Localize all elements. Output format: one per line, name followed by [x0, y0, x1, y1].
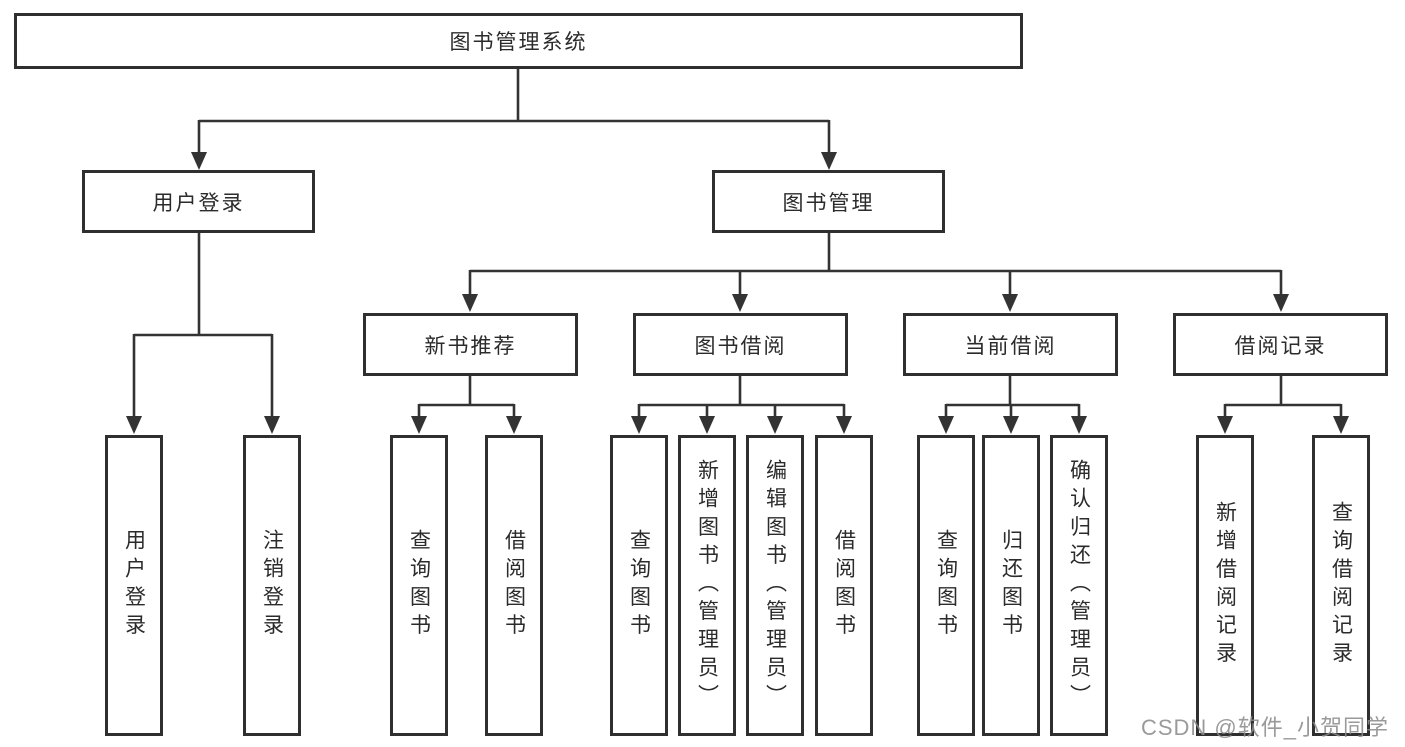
leaf-borrow-query-books: 查询图书 [610, 435, 668, 736]
arrow-icon [1217, 416, 1233, 434]
connector-borrowrecord-bar [1223, 403, 1343, 417]
node-book-management: 图书管理 [712, 170, 945, 233]
node-label: 借阅图书 [832, 529, 856, 642]
node-label: 图书管理系统 [449, 31, 588, 54]
arrow-icon [462, 294, 478, 312]
connector-level2-bar [197, 119, 831, 153]
node-label: 图书借阅 [694, 334, 787, 358]
arrow-icon [191, 152, 207, 170]
leaf-user-login: 用户登录 [105, 435, 163, 736]
arrow-icon [1002, 294, 1018, 312]
leaf-current-return-books: 归还图书 [982, 435, 1040, 736]
arrow-icon [264, 416, 280, 434]
arrow-icon [631, 416, 647, 434]
leaf-record-query-borrow-record: 查询借阅记录 [1312, 435, 1370, 736]
node-label: 用户登录 [122, 529, 146, 642]
node-label: 确认归还（管理员） [1067, 458, 1091, 713]
leaf-newbook-query-books: 查询图书 [390, 435, 448, 736]
leaf-logout: 注销登录 [243, 435, 301, 736]
node-label: 查询图书 [934, 529, 958, 642]
node-new-book-recommend: 新书推荐 [363, 313, 578, 376]
node-label: 新增图书（管理员） [695, 458, 719, 713]
connector-level3-bar [468, 269, 1283, 295]
node-label: 归还图书 [999, 529, 1023, 642]
node-label: 借阅记录 [1234, 334, 1327, 358]
node-borrow-record: 借阅记录 [1173, 313, 1388, 376]
node-label: 编辑图书（管理员） [763, 458, 787, 713]
node-label: 新增借阅记录 [1213, 501, 1237, 670]
arrow-icon [836, 416, 852, 434]
arrow-icon [1003, 416, 1019, 434]
node-user-login: 用户登录 [82, 170, 315, 233]
csdn-watermark: CSDN @软件_小贺同学 [1140, 715, 1389, 740]
connector-bookborrow-bar [637, 403, 846, 417]
node-label: 注销登录 [260, 529, 284, 642]
node-label: 用户登录 [152, 191, 245, 215]
leaf-borrow-edit-books-admin: 编辑图书（管理员） [746, 435, 804, 736]
arrow-icon [1333, 416, 1349, 434]
node-label: 查询借阅记录 [1329, 501, 1353, 670]
leaf-current-query-books: 查询图书 [917, 435, 975, 736]
arrow-icon [1071, 416, 1087, 434]
leaf-borrow-add-books-admin: 新增图书（管理员） [678, 435, 736, 736]
leaf-newbook-borrow-books: 借阅图书 [485, 435, 543, 736]
node-label: 图书管理 [782, 191, 875, 215]
node-book-borrow: 图书借阅 [633, 313, 848, 376]
node-library-management-system: 图书管理系统 [14, 13, 1023, 69]
leaf-current-confirm-return-admin: 确认归还（管理员） [1050, 435, 1108, 736]
node-label: 借阅图书 [502, 529, 526, 642]
leaf-record-add-borrow-record: 新增借阅记录 [1196, 435, 1254, 736]
arrow-icon [821, 152, 837, 170]
arrow-icon [1273, 294, 1289, 312]
node-label: 查询图书 [407, 529, 431, 642]
arrow-icon [732, 294, 748, 312]
node-current-borrow: 当前借阅 [903, 313, 1118, 376]
arrow-icon [411, 416, 427, 434]
node-label: 新书推荐 [424, 334, 517, 358]
arrow-icon [506, 416, 522, 434]
arrow-icon [126, 416, 142, 434]
connector-currentborrow-bar [944, 403, 1081, 417]
connector-userlogin-bar [132, 333, 274, 417]
node-label: 查询图书 [627, 529, 651, 642]
arrow-icon [938, 416, 954, 434]
node-label: 当前借阅 [964, 334, 1057, 358]
leaf-borrow-borrow-books: 借阅图书 [815, 435, 873, 736]
arrow-icon [699, 416, 715, 434]
connector-newbook-bar [417, 403, 516, 417]
arrow-icon [767, 416, 783, 434]
